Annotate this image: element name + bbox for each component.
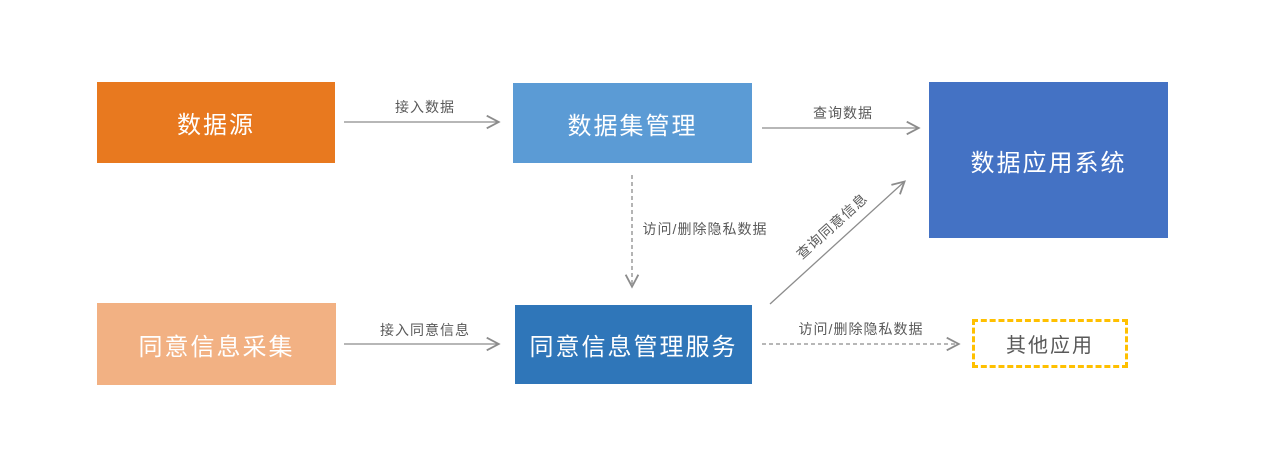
node-data-application-system-label: 数据应用系统 xyxy=(970,149,1127,177)
node-data-source: 数据源 xyxy=(97,82,335,163)
node-consent-management-service: 同意信息管理服务 xyxy=(515,305,752,384)
node-consent-collection: 同意信息采集 xyxy=(97,303,336,385)
node-other-applications-label: 其他应用 xyxy=(1006,335,1094,357)
node-dataset-management: 数据集管理 xyxy=(513,83,752,163)
edge-label-query-data: 查询数据 xyxy=(813,105,873,121)
node-consent-management-service-label: 同意信息管理服务 xyxy=(529,334,738,361)
edge-label-query-consent-info: 查询同意信息 xyxy=(793,189,871,263)
node-data-source-label: 数据源 xyxy=(177,112,255,139)
edge-label-ingest-consent-info: 接入同意信息 xyxy=(380,322,470,338)
node-consent-collection-label: 同意信息采集 xyxy=(138,333,295,361)
edge-label-access-delete-private-data-mid: 访问/删除隐私数据 xyxy=(642,221,768,237)
node-data-application-system: 数据应用系统 xyxy=(929,82,1168,238)
node-dataset-management-label: 数据集管理 xyxy=(567,112,698,140)
edge-query-consent-line xyxy=(769,180,906,305)
edge-label-ingest-data: 接入数据 xyxy=(395,99,455,115)
node-other-applications: 其他应用 xyxy=(972,319,1128,368)
edge-label-access-delete-private-data-right: 访问/删除隐私数据 xyxy=(798,321,924,337)
